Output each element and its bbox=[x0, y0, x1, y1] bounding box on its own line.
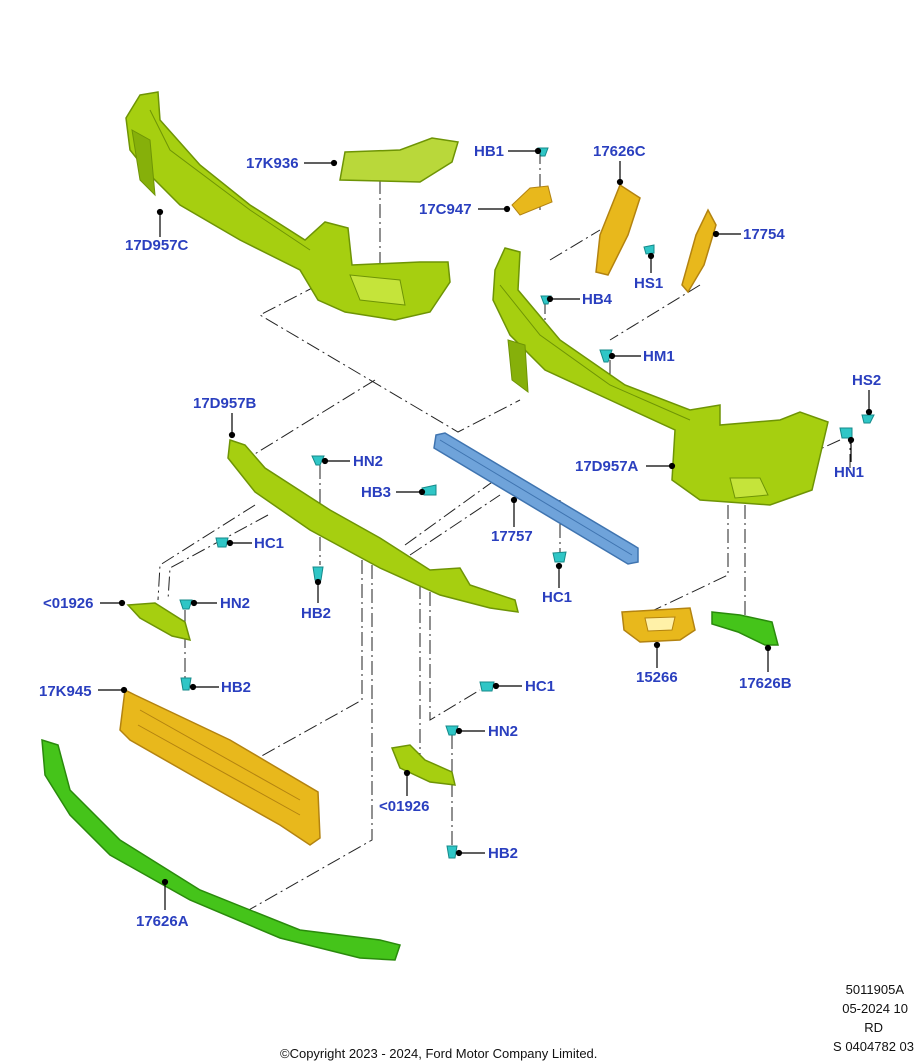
callout-17d957a[interactable]: 17D957A bbox=[575, 458, 639, 475]
fastener-hb2-b bbox=[180, 677, 192, 691]
callout-hn1[interactable]: HN1 bbox=[834, 464, 865, 481]
callout-hb2-right[interactable]: HB2 bbox=[488, 845, 519, 862]
callout-hb2-center[interactable]: HB2 bbox=[301, 605, 332, 622]
callout-hn2-upper[interactable]: HN2 bbox=[353, 453, 384, 470]
fastener-hn1 bbox=[839, 427, 853, 439]
fastener-hn2-a bbox=[311, 455, 325, 466]
fastener-hc1-b bbox=[552, 551, 567, 563]
bracket-17c947[interactable] bbox=[511, 185, 553, 216]
bracket-17754[interactable] bbox=[681, 208, 717, 294]
bracket-01926-left[interactable] bbox=[126, 602, 192, 642]
callout-17k945[interactable]: 17K945 bbox=[39, 683, 92, 700]
deflector-17626b[interactable] bbox=[711, 611, 779, 646]
bracket-01926-right[interactable] bbox=[390, 744, 456, 786]
callout-hc1-beam[interactable]: HC1 bbox=[542, 589, 573, 606]
trim-17k936[interactable] bbox=[339, 137, 459, 183]
callout-hn2-right[interactable]: HN2 bbox=[488, 723, 519, 740]
fastener-hn2-c bbox=[445, 725, 459, 736]
callout-01926-left[interactable]: <01926 bbox=[43, 595, 94, 612]
callout-17d957b[interactable]: 17D957B bbox=[193, 395, 257, 412]
leader-lines bbox=[98, 147, 873, 910]
callout-17d957c[interactable]: 17D957C bbox=[125, 237, 189, 254]
callout-01926-right[interactable]: <01926 bbox=[379, 798, 430, 815]
fastener-hn2-b bbox=[179, 599, 193, 610]
callout-hb1[interactable]: HB1 bbox=[474, 143, 505, 160]
bumper-cover-17d957c[interactable] bbox=[125, 91, 451, 321]
deflector-17626a[interactable] bbox=[41, 738, 401, 961]
callout-hm1[interactable]: HM1 bbox=[643, 348, 675, 365]
callout-17626c[interactable]: 17626C bbox=[593, 143, 646, 160]
callout-hc1-left[interactable]: HC1 bbox=[254, 535, 285, 552]
bracket-17626c[interactable] bbox=[595, 183, 641, 276]
callout-hb4[interactable]: HB4 bbox=[582, 291, 613, 308]
drawing-sheet: S 0404782 03 bbox=[833, 1039, 914, 1054]
fastener-hm1 bbox=[599, 349, 613, 363]
fastener-hc1-a bbox=[215, 537, 229, 548]
fastener-hc1-c bbox=[479, 681, 495, 692]
callout-17c947[interactable]: 17C947 bbox=[419, 201, 472, 218]
bezel-15266[interactable] bbox=[621, 607, 696, 643]
lower-cover-17d957b[interactable] bbox=[227, 438, 519, 613]
fastener-hs2 bbox=[861, 414, 875, 424]
callout-hs1[interactable]: HS1 bbox=[634, 275, 664, 292]
bumper-cover-17d957a[interactable] bbox=[492, 247, 829, 506]
fastener-hb2-c bbox=[446, 845, 458, 859]
callout-17754[interactable]: 17754 bbox=[743, 226, 785, 243]
callout-17626b[interactable]: 17626B bbox=[739, 675, 792, 692]
callout-17k936[interactable]: 17K936 bbox=[246, 155, 299, 172]
drawing-region: RD bbox=[864, 1020, 883, 1035]
fasteners bbox=[179, 147, 875, 859]
callout-hc1-right[interactable]: HC1 bbox=[525, 678, 556, 695]
callout-15266[interactable]: 15266 bbox=[636, 669, 678, 686]
absorber-17k945[interactable] bbox=[119, 688, 321, 846]
fastener-hs1 bbox=[643, 244, 655, 255]
beam-17757[interactable] bbox=[433, 432, 639, 565]
callout-hb2-left[interactable]: HB2 bbox=[221, 679, 252, 696]
copyright-notice: ©Copyright 2023 - 2024, Ford Motor Compa… bbox=[280, 1046, 598, 1061]
callout-hn2-left[interactable]: HN2 bbox=[220, 595, 251, 612]
callout-17757[interactable]: 17757 bbox=[491, 528, 533, 545]
drawing-date: 05-2024 10 bbox=[842, 1001, 908, 1016]
callout-hs2[interactable]: HS2 bbox=[852, 372, 882, 389]
callout-hb3[interactable]: HB3 bbox=[361, 484, 392, 501]
fastener-hb2-a bbox=[312, 566, 324, 581]
callout-17626a[interactable]: 17626A bbox=[136, 913, 189, 930]
drawing-reference: 5011905A bbox=[845, 982, 904, 997]
